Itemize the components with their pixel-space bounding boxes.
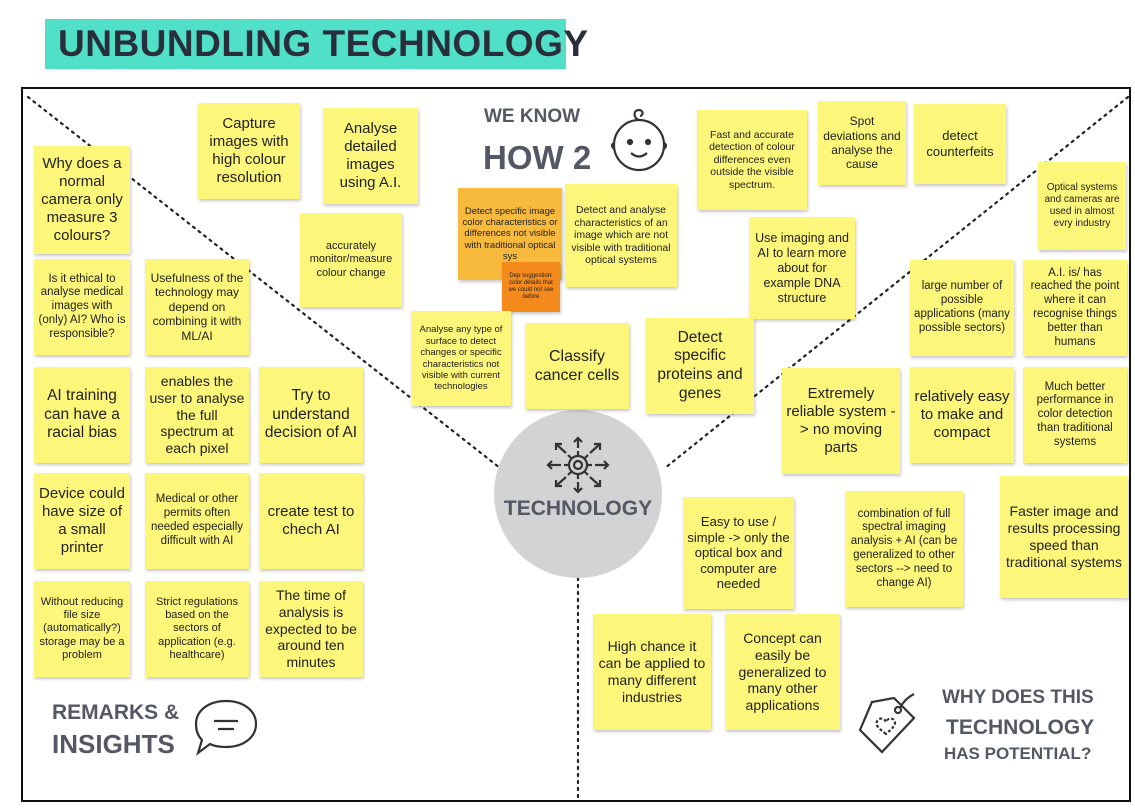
note-racial-bias[interactable]: AI training can have a racial bias [34,367,130,463]
note-high-chance[interactable]: High chance it can be applied to many di… [593,614,711,730]
note-detect-counterfeits[interactable]: detect counterfeits [914,104,1006,184]
note-easy-compact[interactable]: relatively easy to make and compact [910,367,1014,463]
technology-heading: TECHNOLOGY [946,716,1095,739]
we-know-heading: WE KNOW [484,106,581,127]
why-does-this-heading: WHY DOES THIS [942,687,1094,708]
price-tag-heart-icon [858,693,916,754]
note-optical-every-industry[interactable]: Optical systems and cameras are used in … [1038,162,1126,250]
note-capture-images[interactable]: Capture images with high colour resoluti… [198,103,300,199]
gear-arrows-icon [546,436,610,494]
note-device-printer[interactable]: Device could have size of a small printe… [34,473,130,569]
note-analyse-detailed[interactable]: Analyse detailed images using A.I. [323,108,418,204]
technology-label: TECHNOLOGY [503,497,653,520]
note-usefulness-ml[interactable]: Usefulness of the technology may depend … [145,259,249,355]
how-2-heading: HOW 2 [483,139,592,176]
note-full-spectrum[interactable]: enables the user to analyse the full spe… [145,367,249,463]
note-create-test[interactable]: create test to chech AI [259,473,363,569]
baby-face-icon [610,108,668,172]
note-detect-proteins[interactable]: Detect specific proteins and genes [646,318,754,414]
insights-heading: INSIGHTS [52,729,175,759]
title-highlight [45,19,566,69]
note-extremely-reliable[interactable]: Extremely reliable system -> no moving p… [782,368,900,474]
note-spot-deviations[interactable]: Spot deviations and analyse the cause [818,101,906,185]
board-frame [21,87,1131,802]
note-concept-generalized[interactable]: Concept can easily be generalized to man… [725,614,840,730]
note-time-of-analysis[interactable]: The time of analysis is expected to be a… [259,581,363,677]
note-use-imaging-dna[interactable]: Use imaging and AI to learn more about f… [749,217,855,319]
note-faster-processing[interactable]: Faster image and results processing spee… [1000,476,1128,598]
note-better-performance[interactable]: Much better performance in color detecti… [1023,367,1127,463]
speech-bubble-icon [194,699,258,756]
note-dep-suggestion[interactable]: Dep suggestion: color details that we co… [502,262,560,312]
note-ai-better-humans[interactable]: A.I. is/ has reached the point where it … [1023,260,1127,356]
has-potential-heading: HAS POTENTIAL? [944,744,1092,763]
note-accurately-monitor[interactable]: accurately monitor/measure colour change [300,213,402,307]
remarks-heading: REMARKS & [52,701,180,724]
note-easy-to-use[interactable]: Easy to use / simple -> only the optical… [683,497,794,609]
note-large-number-applications[interactable]: large number of possible applications (m… [910,260,1014,356]
note-ethical-medical[interactable]: Is it ethical to analyse medical images … [34,259,130,355]
note-understand-ai[interactable]: Try to understand decision of AI [259,367,363,463]
board-title: UNBUNDLING TECHNOLOGY [58,23,589,64]
note-fast-accurate[interactable]: Fast and accurate detection of colour di… [697,110,807,210]
note-detect-analyse-characteristics[interactable]: Detect and analyse characteristics of an… [565,184,677,287]
note-strict-regulations[interactable]: Strict regulations based on the sectors … [145,581,249,677]
note-analyse-any-surface[interactable]: Analyse any type of surface to detect ch… [411,311,511,406]
note-combination-full-spectral[interactable]: combination of full spectral imaging ana… [845,491,963,607]
note-why-three-colours[interactable]: Why does a normal camera only measure 3 … [34,146,130,254]
note-medical-permits[interactable]: Medical or other permits often needed es… [145,473,249,569]
note-classify-cancer[interactable]: Classify cancer cells [525,323,629,409]
note-file-size[interactable]: Without reducing file size (automaticall… [34,581,130,677]
